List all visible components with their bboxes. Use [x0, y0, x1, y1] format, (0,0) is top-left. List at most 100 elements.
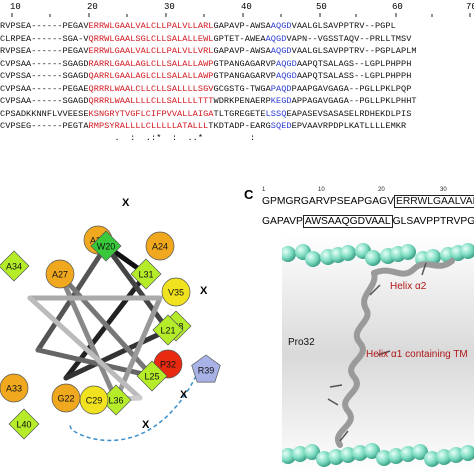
lipid-headgroup — [448, 447, 464, 463]
sequence-segment: QRRRLWAALLLLCLLSALLLLTTT — [88, 96, 214, 106]
helix-seq: AWSAAQGDVAAL — [304, 216, 391, 227]
sequence-segment: QARRLGAALAGLCLLSALALLAWP — [88, 71, 214, 81]
residue-node — [130, 258, 162, 290]
sequence-segment: GCGSTG-TWGA — [213, 83, 271, 94]
tick-label: 1 — [262, 187, 266, 193]
tick-label: 10 — [318, 187, 325, 193]
tick-label: 30 — [440, 187, 447, 193]
sequence-segment: ERRWLGAALVALCLLPALVLLARL — [88, 21, 214, 31]
lipid-headgroup — [305, 251, 321, 267]
helix-seq: ERRWLGAALVALC — [396, 196, 474, 207]
lipid-headgroup — [425, 249, 441, 265]
alignment-row: CVPSAA------SGAGDQRRRLWAALLLLCLLSALLLLTT… — [0, 95, 417, 107]
sequence-line-1: GPMGRGARVPSEAPGAGVERRWLGAALVALC — [262, 195, 474, 208]
residue-label: V35 — [168, 288, 184, 298]
sequence-segment: VAALGLSAVPPTRV--PGPLAPLM — [291, 46, 417, 56]
x-mark: X — [200, 285, 208, 297]
residue-node — [152, 314, 184, 346]
residue-node — [90, 230, 122, 262]
alignment-row: CVPSAA------PEGAEQRRRLWAALCLLCLLSALLLLSG… — [0, 83, 411, 95]
position-number: 70 — [466, 2, 474, 12]
alignment-row: CLRPEA------SGA-VQRRWLGAALSGLCLLSALALLEW… — [0, 33, 411, 45]
sequence-segment: GAPAVP — [262, 216, 303, 227]
lipid-headgroup — [388, 448, 404, 464]
lipid-headgroup — [328, 449, 344, 465]
sequence-segment: CLRPEA------SGA-V — [0, 33, 89, 44]
sequence-segment: TLTGREGETE — [213, 108, 266, 119]
residue-node — [8, 408, 40, 440]
position-number: 20 — [87, 2, 98, 12]
ruler-ticks — [11, 13, 471, 17]
lipid-headgroup — [282, 246, 296, 262]
residue-label: P32 — [160, 360, 176, 370]
alignment-row: CVPSEG------PEGTARMPSYRALLLLCLLLLLATALLL… — [0, 120, 406, 132]
sequence-segment: CVPSAA------SGAGD — [0, 58, 89, 69]
residue-label: A24 — [152, 242, 168, 252]
lipid-headgroup — [316, 451, 332, 467]
sequence-segment: TKDTADP-EARG — [208, 121, 271, 131]
residue-node — [191, 354, 221, 383]
residue-label: L21 — [160, 326, 175, 336]
helix-a1-label: Helix α1 containing TM — [366, 349, 468, 360]
residue-label: A34 — [6, 262, 22, 272]
lipid-headgroup — [376, 450, 392, 466]
sequence-segment: KEGD — [270, 96, 292, 106]
lipid-headgroup — [292, 446, 308, 462]
residue-node — [136, 360, 168, 392]
sequence-segment: QRRRLWAALCLLCLLSALLLLSGV — [88, 83, 214, 94]
lipid-headgroup — [400, 446, 416, 462]
lipid-headgroup — [340, 447, 356, 463]
md-snapshot — [282, 235, 474, 474]
residue-node — [45, 259, 75, 289]
sequence-segment: RVPSEA------PEGAV — [0, 21, 89, 31]
sequence-segment: RMPSYRALLLLCLLLLLATALLL — [88, 121, 209, 131]
lipid-headgroup — [352, 445, 368, 461]
sequence-segment: CVPSAA------PEGAE — [0, 83, 89, 94]
lipid-headgroup — [340, 245, 356, 261]
sequence-segment: VAPN--VGSSTAQV--PRLLTMSV — [286, 33, 412, 44]
sequence-segment: KSNGRYTVGFLCIFPVVALLAIGA — [88, 108, 214, 119]
sequence-segment: GAPAVP-AWSA — [213, 46, 271, 56]
helical-wheel: A38W20L31A24V35L28L21P32L25L36C29G22L40A… — [0, 197, 221, 442]
sequence-segment: AQGD — [270, 21, 292, 31]
sequence-segment: AQGD — [265, 33, 287, 44]
x-mark: X — [122, 197, 130, 209]
boxed-segment: AWSAAQGDVAAL — [302, 215, 393, 228]
lipid-headgroup — [460, 445, 474, 461]
position-number: 60 — [392, 2, 403, 12]
residue-node — [145, 231, 175, 261]
position-number: 30 — [164, 2, 175, 12]
lipid-headgroup — [365, 250, 381, 266]
sequence-segment: GLSAVPPTRVPGPL — [392, 216, 474, 227]
sequence-segment: GPMGRGARVPSEAPGAGV — [262, 196, 394, 207]
helix-backbone — [335, 258, 455, 448]
alignment-row: RVPSEA------PEGAVERRWLGAALVALCLLPALVLLAR… — [0, 20, 396, 32]
sequence-segment: AAPQTSALAGS--LGPLPHPPH — [296, 58, 412, 69]
x-mark: X — [142, 419, 150, 431]
sequence-alignment: 10 20 30 40 50 60 70 RVPSEA------PEGAVER… — [0, 0, 474, 170]
lipid-headgroup — [460, 243, 474, 259]
position-number: 50 — [316, 2, 327, 12]
alignment-row: CVPSSA------SGAGDQARRLGAALAGLCLLSALALLAW… — [0, 70, 411, 82]
sequence-segment: CVPSAA------SGAGD — [0, 96, 89, 106]
residue-label: A27 — [52, 270, 68, 280]
sequence-segment: GAPAVP-AWSA — [213, 21, 271, 31]
residue-node — [0, 373, 29, 403]
boxed-segment: ERRWLGAALVALC — [394, 195, 474, 208]
sequence-segment: WDRKPENAERP — [213, 96, 271, 106]
lipid-headgroup — [436, 449, 452, 465]
sequence-segment: CVPSEG------PEGTA — [0, 121, 89, 131]
x-mark: X — [180, 389, 188, 401]
sequence-segment: ERRWLGAALVALCLLPALVLLVRL — [88, 46, 214, 56]
sequence-segment: AQGD — [276, 71, 297, 81]
pro32-label: Pro32 — [288, 337, 315, 348]
residue-label: L36 — [108, 396, 123, 406]
sequence-line-2: GAPAVPAWSAAQGDVAALGLSAVPPTRVPGPL — [262, 215, 474, 228]
residue-label: C29 — [86, 396, 103, 406]
sequence-segment: GPTET-AWEA — [213, 33, 266, 44]
helix-a2-label: Helix α2 — [390, 281, 427, 292]
panel-label-c: C — [244, 187, 254, 202]
tick-label: 20 — [378, 187, 385, 193]
residue-label: W20 — [97, 242, 116, 252]
